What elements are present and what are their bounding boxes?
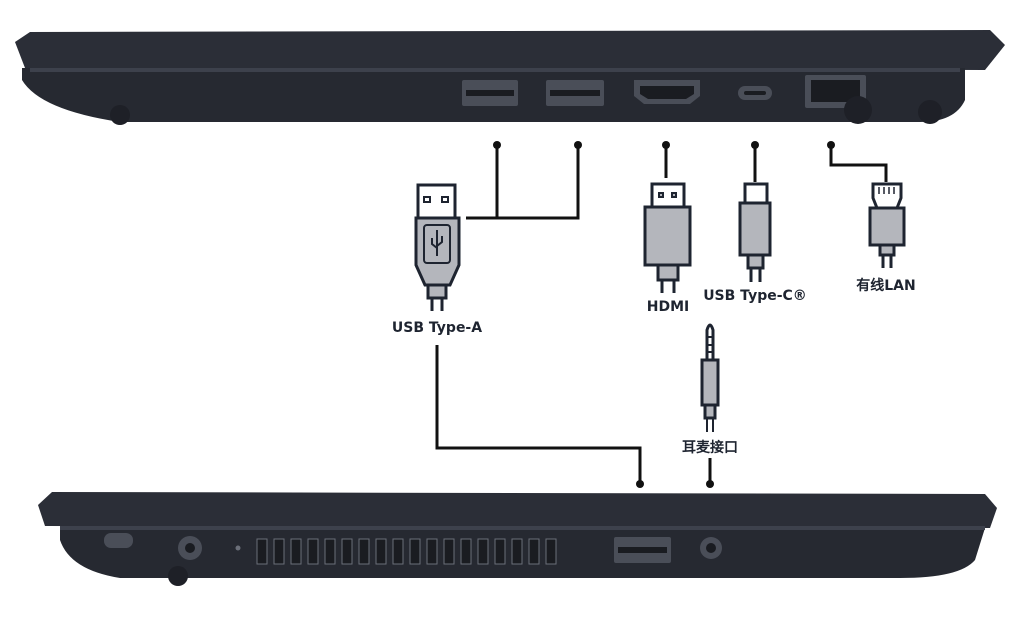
connection-lines [435, 145, 888, 483]
lan-label: 有线LAN [856, 278, 916, 294]
usb-c-plug-icon [738, 182, 772, 282]
usb-c-label: USB Type-C® [703, 288, 807, 304]
audio-jack-plug-icon [700, 323, 720, 432]
audio-jack-label: 耳麦接口 [682, 440, 738, 456]
usb-a-label: USB Type-A [391, 320, 483, 336]
lan-plug-icon [868, 182, 906, 268]
connection-dots [493, 141, 835, 488]
laptop-right-side [15, 30, 1005, 125]
hdmi-label: HDMI [646, 299, 690, 315]
status-led [235, 545, 241, 551]
hdmi-plug-icon [643, 182, 692, 293]
vent [256, 538, 557, 565]
usb-a-plug-icon [414, 183, 461, 311]
security-lock-slot [104, 533, 133, 548]
laptop-left-side [38, 492, 997, 586]
